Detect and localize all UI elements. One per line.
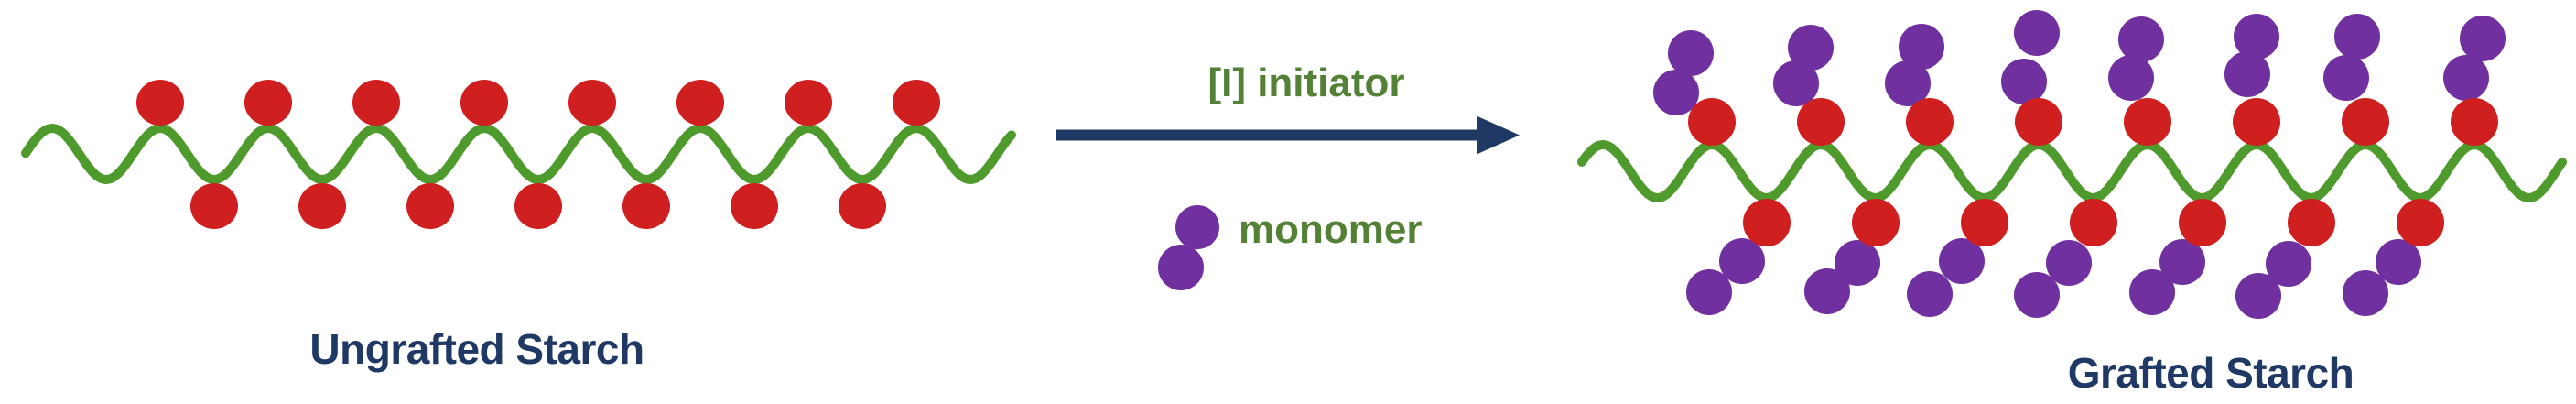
monomer-dimer-upper-dot [1175,205,1219,249]
grafted-purple-monomer-dot [1899,24,1944,70]
red-graft-site-dot [2451,98,2498,146]
red-substituent-dot [244,80,292,126]
grafted-purple-monomer-dot [2129,269,2175,315]
grafted-purple-monomer-dot [2108,55,2154,101]
red-substituent-dot [676,80,724,126]
grafted-purple-monomer-dot [1804,268,1850,314]
grafted-purple-monomer-dot [1686,269,1732,315]
red-substituent-dot [622,183,670,229]
grafted-purple-monomer-dot [1835,240,1880,286]
grafted-purple-monomer-dot [2266,241,2311,287]
monomer-label: monomer [1239,207,1423,252]
red-substituent-dot [568,80,616,126]
red-substituent-dot [893,80,940,126]
red-graft-site-dot [1961,199,2008,246]
grafted-purple-monomer-dot [1939,238,1985,284]
red-graft-site-dot [1743,199,1791,246]
ungrafted-backbone-wave [21,124,1016,184]
grafted-purple-monomer-dot [2159,239,2205,285]
red-graft-site-dot [2288,199,2335,246]
grafted-purple-monomer-dot [1773,60,1819,106]
grafted-backbone-wave [1577,140,2567,202]
grafted-purple-monomer-dot [2376,239,2421,285]
grafted-purple-monomer-dot [2323,55,2369,101]
grafted-purple-monomer-dot [2224,51,2270,97]
grafted-purple-monomer-dot [2235,273,2281,319]
grafted-purple-monomer-dot [1668,30,1714,76]
red-graft-site-dot [2070,199,2117,246]
red-graft-site-dot [2015,98,2062,146]
grafted-purple-monomer-dot [2014,272,2060,318]
grafted-purple-monomer-dot [2001,59,2047,104]
grafted-purple-monomer-dot [2460,16,2506,61]
grafted-purple-monomer-dot [1788,25,1834,71]
red-substituent-dot [352,80,400,126]
red-substituent-dot [190,183,238,229]
red-graft-site-dot [1688,98,1736,146]
grafted-purple-monomer-dot [1719,238,1765,284]
grafted-purple-monomer-dot [2014,10,2060,56]
red-graft-site-dot [2179,199,2226,246]
initiator-label: [I] initiator [1207,60,1405,105]
grafted-purple-monomer-dot [1885,60,1931,106]
red-graft-site-dot [1852,199,1900,246]
grafted-purple-monomer-dot [2443,55,2489,101]
red-substituent-dot [136,80,184,126]
red-substituent-dot [839,183,886,229]
monomer-dimer-lower-dot [1158,245,1204,290]
grafted-starch-caption: Grafted Starch [2067,349,2354,397]
grafted-purple-monomer-dot [2118,16,2164,62]
red-substituent-dot [785,80,832,126]
grafted-purple-monomer-dot [1907,271,1953,317]
red-substituent-dot [460,80,508,126]
red-graft-site-dot [2124,98,2171,146]
red-substituent-dot [514,183,562,229]
grafted-purple-monomer-dot [1653,70,1699,115]
red-graft-site-dot [1797,98,1845,146]
red-substituent-dot [298,183,346,229]
red-graft-site-dot [2233,98,2280,146]
grafted-purple-monomer-dot [2343,270,2388,316]
red-substituent-dot [731,183,778,229]
red-graft-site-dot [1906,98,1954,146]
ungrafted-starch-caption: Ungrafted Starch [309,325,644,373]
grafted-purple-monomer-dot [2334,14,2380,60]
reaction-arrow [1056,115,1520,155]
grafted-purple-monomer-dot [2046,240,2092,286]
red-graft-site-dot [2397,199,2444,246]
red-graft-site-dot [2342,98,2389,146]
grafted-purple-monomer-dot [2234,14,2279,60]
red-substituent-dot [406,183,454,229]
